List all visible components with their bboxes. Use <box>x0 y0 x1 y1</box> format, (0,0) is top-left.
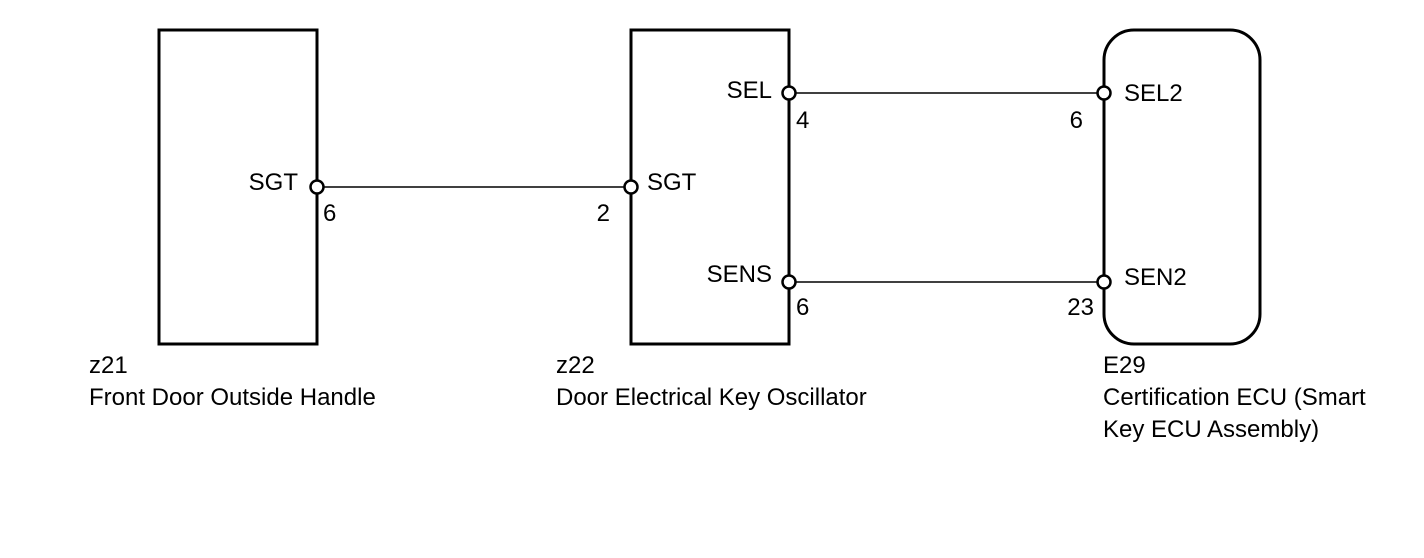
z22-sel-pin-number: 4 <box>796 107 809 134</box>
z21-caption: z21 Front Door Outside Handle <box>89 350 376 414</box>
e29-sel2-terminal <box>1096 85 1112 101</box>
z22-sel-terminal <box>781 85 797 101</box>
z22-sens-terminal <box>781 274 797 290</box>
z22-sens-label: SENS <box>707 261 772 288</box>
z22-sgt-label: SGT <box>647 169 697 196</box>
e29-sel2-pin-number: 6 <box>1070 107 1083 134</box>
z22-name: Door Electrical Key Oscillator <box>556 384 867 411</box>
z22-sgt-terminal <box>623 179 639 195</box>
z21-sgt-label: SGT <box>249 169 299 196</box>
e29-code: E29 <box>1103 352 1146 379</box>
e29-sen2-terminal <box>1096 274 1112 290</box>
e29-sen2-pin-number: 23 <box>1067 294 1094 321</box>
e29-component-box <box>1102 28 1262 346</box>
z22-sgt-pin-number: 2 <box>597 200 610 227</box>
e29-caption: E29 Certification ECU (Smart Key ECU Ass… <box>1103 350 1366 446</box>
e29-sel2-label: SEL2 <box>1124 80 1183 107</box>
z22-sel-label: SEL <box>727 77 772 104</box>
e29-sen2-label: SEN2 <box>1124 264 1187 291</box>
z21-name: Front Door Outside Handle <box>89 384 376 411</box>
z21-sgt-pin-number: 6 <box>323 200 336 227</box>
z21-code: z21 <box>89 352 128 379</box>
z21-sgt-terminal <box>309 179 325 195</box>
z22-caption: z22 Door Electrical Key Oscillator <box>556 350 867 414</box>
z22-code: z22 <box>556 352 595 379</box>
z22-sens-pin-number: 6 <box>796 294 809 321</box>
e29-name-line2: Key ECU Assembly) <box>1103 416 1320 443</box>
e29-name-line1: Certification ECU (Smart <box>1103 384 1366 411</box>
